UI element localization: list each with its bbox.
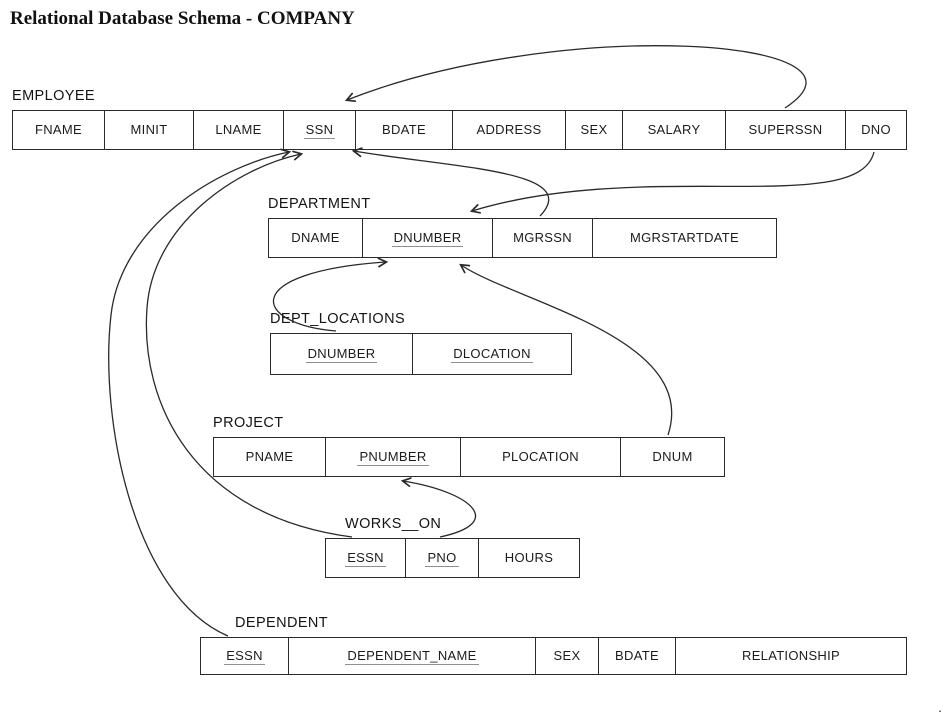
cell-employee-salary-label: SALARY (647, 122, 701, 137)
cell-project-dnum-label: DNUM (652, 449, 693, 464)
table-project-label: PROJECT (213, 415, 284, 431)
cell-works-on-pno-label: PNO (425, 549, 459, 567)
cell-dependent-relationship-label: RELATIONSHIP (742, 648, 840, 663)
cell-employee-fname-label: FNAME (35, 122, 82, 137)
cell-dependent-relationship: RELATIONSHIP (676, 638, 906, 674)
cell-department-dname-label: DNAME (291, 230, 340, 245)
cell-employee-sex-label: SEX (580, 122, 608, 137)
cell-employee-minit: MINIT (105, 111, 194, 149)
cell-dependent-essn: ESSN (201, 638, 289, 674)
table-project-row: PNAME PNUMBER PLOCATION DNUM (213, 437, 725, 477)
cell-department-dnumber-label: DNUMBER (391, 229, 464, 247)
table-department: DEPARTMENT DNAME DNUMBER MGRSSN MGRSTART… (268, 196, 777, 258)
cell-employee-superssn: SUPERSSN (726, 111, 846, 149)
page-title: Relational Database Schema - COMPANY (10, 8, 355, 29)
cell-dependent-bdate: BDATE (599, 638, 676, 674)
cell-project-plocation: PLOCATION (461, 438, 621, 476)
cell-dependent-sex-label: SEX (553, 648, 581, 663)
table-dept-locations-row: DNUMBER DLOCATION (270, 333, 572, 375)
cell-dept-locations-dnumber: DNUMBER (271, 334, 413, 374)
cell-department-mgrssn: MGRSSN (493, 219, 593, 257)
cell-employee-minit-label: MINIT (130, 122, 168, 137)
table-employee-row: FNAME MINIT LNAME SSN BDATE ADDRESS SEX … (12, 110, 907, 150)
table-works-on-row: ESSN PNO HOURS (325, 538, 580, 578)
cell-works-on-hours: HOURS (479, 539, 579, 577)
cell-dependent-dependent-name: DEPENDENT_NAME (289, 638, 536, 674)
cell-dept-locations-dlocation-label: DLOCATION (451, 345, 533, 363)
table-employee: EMPLOYEE FNAME MINIT LNAME SSN BDATE ADD… (12, 88, 907, 150)
cell-dependent-sex: SEX (536, 638, 599, 674)
cell-project-pname-label: PNAME (245, 449, 294, 464)
table-works-on: WORKS__ON ESSN PNO HOURS (325, 516, 580, 578)
cell-employee-bdate-label: BDATE (382, 122, 426, 137)
cell-project-pname: PNAME (214, 438, 326, 476)
cell-works-on-pno: PNO (406, 539, 479, 577)
cell-employee-sex: SEX (566, 111, 623, 149)
cell-department-mgrstartdate: MGRSTARTDATE (593, 219, 776, 257)
cell-employee-address: ADDRESS (453, 111, 566, 149)
cell-employee-dno: DNO (846, 111, 906, 149)
table-project: PROJECT PNAME PNUMBER PLOCATION DNUM (213, 415, 725, 477)
cell-works-on-essn-label: ESSN (345, 549, 386, 567)
arrow-dependent-essn-to-ssn (108, 152, 289, 637)
cell-project-dnum: DNUM (621, 438, 724, 476)
cell-dept-locations-dlocation: DLOCATION (413, 334, 571, 374)
table-dept-locations-label: DEPT_LOCATIONS (270, 311, 406, 327)
table-department-label: DEPARTMENT (268, 196, 371, 212)
cell-employee-superssn-label: SUPERSSN (748, 122, 823, 137)
table-employee-label: EMPLOYEE (12, 88, 95, 104)
table-dependent: DEPENDENT ESSN DEPENDENT_NAME SEX BDATE … (200, 615, 907, 675)
cell-department-dname: DNAME (269, 219, 363, 257)
cell-project-plocation-label: PLOCATION (502, 449, 579, 464)
cell-employee-salary: SALARY (623, 111, 726, 149)
cell-employee-lname-label: LNAME (215, 122, 262, 137)
cell-department-dnumber: DNUMBER (363, 219, 493, 257)
cell-employee-bdate: BDATE (356, 111, 453, 149)
cell-employee-fname: FNAME (13, 111, 105, 149)
cell-department-mgrstartdate-label: MGRSTARTDATE (629, 230, 740, 245)
table-dependent-row: ESSN DEPENDENT_NAME SEX BDATE RELATIONSH… (200, 637, 907, 675)
stray-mark: . (938, 699, 942, 715)
cell-department-mgrssn-label: MGRSSN (513, 230, 572, 245)
cell-works-on-essn: ESSN (326, 539, 406, 577)
table-works-on-label: WORKS__ON (345, 516, 442, 532)
table-department-row: DNAME DNUMBER MGRSSN MGRSTARTDATE (268, 218, 777, 258)
cell-project-pnumber: PNUMBER (326, 438, 461, 476)
cell-project-pnumber-label: PNUMBER (357, 448, 429, 466)
cell-employee-ssn: SSN (284, 111, 356, 149)
cell-dept-locations-dnumber-label: DNUMBER (305, 345, 378, 363)
table-dependent-label: DEPENDENT (235, 615, 329, 631)
cell-employee-address-label: ADDRESS (476, 122, 542, 137)
cell-employee-lname: LNAME (194, 111, 284, 149)
cell-employee-dno-label: DNO (861, 122, 891, 137)
cell-dependent-dependent-name-label: DEPENDENT_NAME (345, 647, 479, 665)
cell-works-on-hours-label: HOURS (504, 550, 554, 565)
table-dept-locations: DEPT_LOCATIONS DNUMBER DLOCATION (270, 311, 572, 375)
cell-dependent-bdate-label: BDATE (615, 648, 659, 663)
cell-employee-ssn-label: SSN (303, 121, 336, 139)
cell-dependent-essn-label: ESSN (224, 647, 265, 665)
